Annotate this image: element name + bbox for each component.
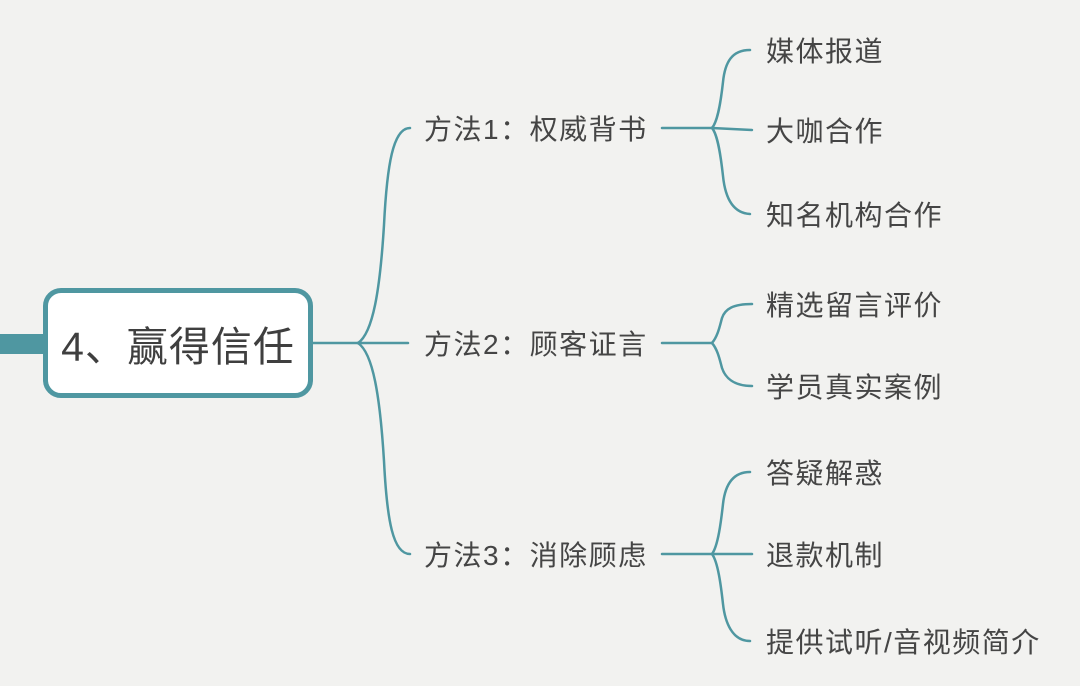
leaf-node-answer-questions[interactable]: 答疑解惑 bbox=[766, 458, 885, 489]
leaf-node-media-reports[interactable]: 媒体报道 bbox=[766, 36, 885, 67]
leaf-node-selected-reviews[interactable]: 精选留言评价 bbox=[766, 290, 944, 321]
curve-branch3-leaf3 bbox=[710, 552, 752, 643]
leaf-node-trial-av-intro[interactable]: 提供试听/音视频简介 bbox=[766, 627, 1041, 658]
line-branch1-leaf2 bbox=[710, 126, 754, 132]
curve-branch1-leaf3 bbox=[710, 126, 752, 216]
curve-branch2-leaf2 bbox=[710, 341, 754, 388]
branch-node-method2[interactable]: 方法2：顾客证言 bbox=[424, 329, 648, 360]
root-node[interactable]: 4、赢得信任 bbox=[43, 288, 313, 398]
curve-branch3-leaf1 bbox=[710, 470, 752, 556]
leaf-node-student-cases[interactable]: 学员真实案例 bbox=[766, 372, 944, 403]
leaf-node-famous-institutions[interactable]: 知名机构合作 bbox=[766, 200, 944, 231]
leaf-node-refund-policy[interactable]: 退款机制 bbox=[766, 540, 885, 571]
leaf-node-big-name-collab[interactable]: 大咖合作 bbox=[766, 116, 885, 147]
curve-root-to-branch3 bbox=[356, 341, 412, 556]
branch-node-method3[interactable]: 方法3：消除顾虑 bbox=[424, 540, 648, 571]
branch-node-method1[interactable]: 方法1：权威背书 bbox=[424, 114, 648, 145]
root-node-label: 4、赢得信任 bbox=[61, 324, 295, 370]
curve-branch1-leaf1 bbox=[710, 48, 752, 130]
curve-root-to-branch1 bbox=[356, 126, 412, 345]
curve-branch2-leaf1 bbox=[710, 302, 754, 345]
